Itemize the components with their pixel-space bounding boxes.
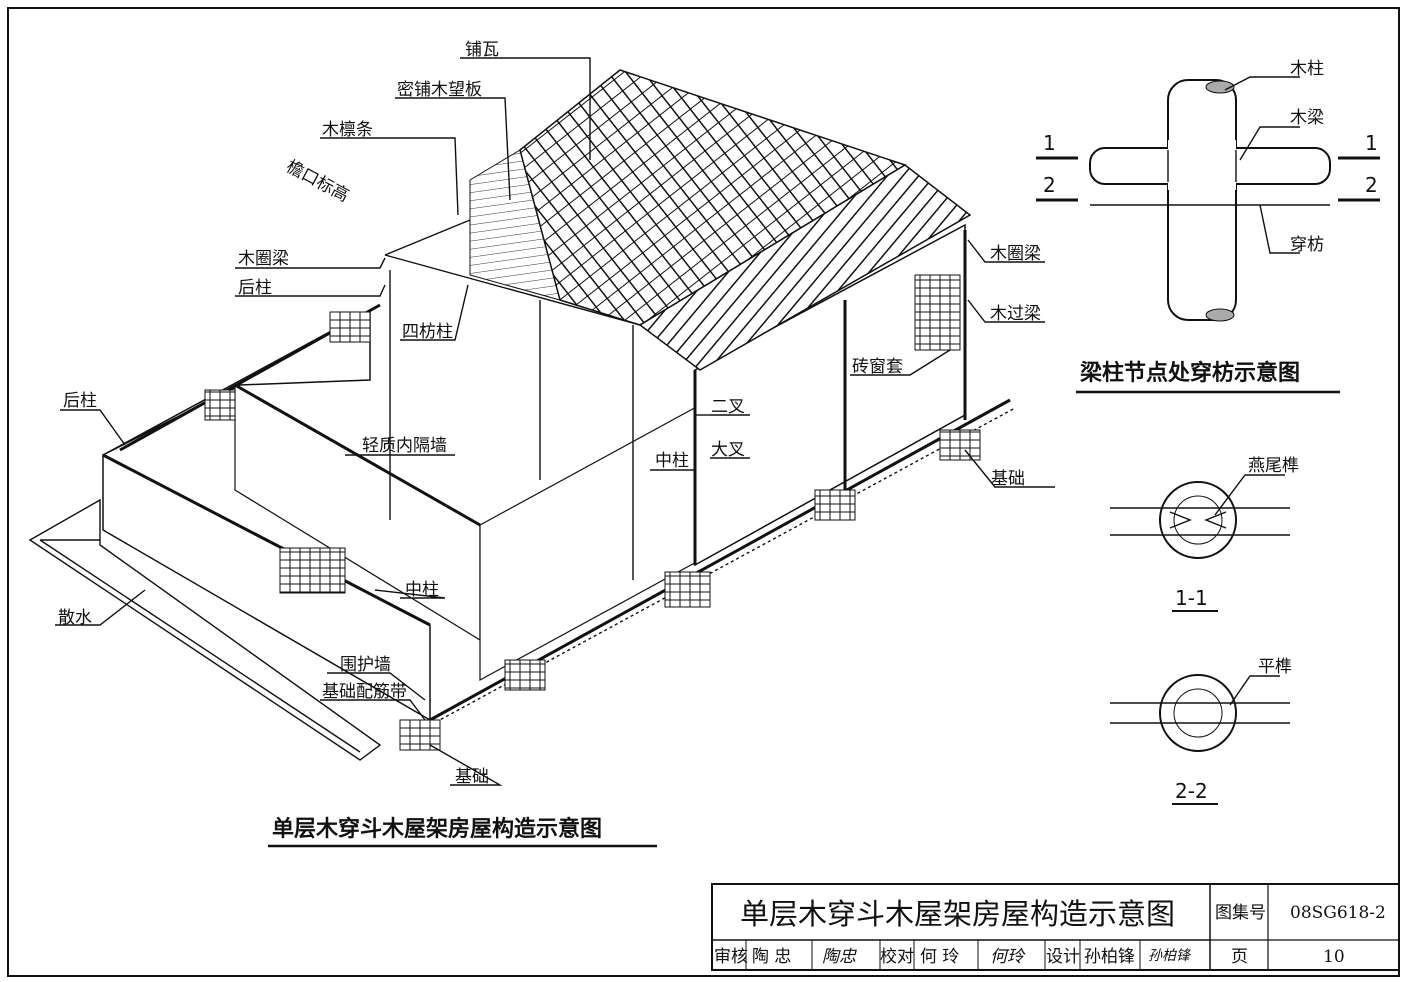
designer-signature: 孙柏锋 <box>1148 948 1192 964</box>
label-middle-column-lower: 中柱 <box>405 580 439 600</box>
title-block <box>711 883 1400 971</box>
section-1-1-drawing <box>1110 474 1290 559</box>
label-partition-wall: 轻质内隔墙 <box>362 436 447 456</box>
page-number: 10 <box>1323 947 1345 967</box>
label-foundation-rebar-band: 基础配筋带 <box>322 682 407 702</box>
designer-name: 孙柏锋 <box>1084 947 1135 967</box>
section-mark-2-left: 2 <box>1043 173 1056 197</box>
sheet-border <box>7 7 1400 977</box>
section-mark-2-right: 2 <box>1365 173 1378 197</box>
section-1-1-title: 1-1 <box>1175 586 1208 610</box>
label-ring-beam-left: 木圈梁 <box>238 249 289 269</box>
label-roof-board: 密铺木望板 <box>397 80 482 100</box>
reviewer-name: 陶 忠 <box>752 947 791 967</box>
label-big-fork: 大叉 <box>711 440 745 460</box>
label-four-tie-column: 四枋柱 <box>402 322 453 342</box>
joint-caption: 梁柱节点处穿枋示意图 <box>1079 360 1300 386</box>
label-apron: 散水 <box>58 608 92 628</box>
label-brick-window-frame: 砖窗套 <box>852 357 903 377</box>
label-foundation-right: 基础 <box>991 469 1025 489</box>
reviewer-label: 审核 <box>714 947 748 967</box>
leader-lines <box>40 57 1055 786</box>
label-middle-column-upper: 中柱 <box>655 451 689 471</box>
checker-signature: 何玲 <box>990 947 1026 967</box>
apron-outline <box>28 498 382 761</box>
label-rear-column-upper: 后柱 <box>238 278 272 298</box>
reviewer-signature: 陶忠 <box>822 947 857 967</box>
section-2-2-title: 2-2 <box>1175 779 1208 803</box>
checker-name: 何 玲 <box>920 947 959 967</box>
label-enclosure-wall: 围护墙 <box>340 655 391 675</box>
label-small-fork: 二叉 <box>711 397 745 417</box>
designer-label: 设计 <box>1046 947 1080 967</box>
section-mark-1-left: 1 <box>1043 131 1056 155</box>
section-mark-1-right: 1 <box>1365 131 1378 155</box>
title-block-title: 单层木穿斗木屋架房屋构造示意图 <box>740 897 1175 931</box>
label-rear-column-left: 后柱 <box>63 391 97 411</box>
label-lintel: 木过梁 <box>990 304 1041 324</box>
house-drawing <box>28 69 1016 761</box>
page-label: 页 <box>1231 947 1248 967</box>
label-ring-beam-right: 木圈梁 <box>990 244 1041 264</box>
label-column: 木柱 <box>1290 59 1324 79</box>
label-dovetail: 燕尾榫 <box>1248 456 1299 476</box>
label-purlin: 木檩条 <box>322 120 373 140</box>
main-caption: 单层木穿斗木屋架房屋构造示意图 <box>272 816 602 842</box>
section-2-2-drawing <box>1110 674 1290 752</box>
joint-detail-drawing <box>1036 76 1380 322</box>
label-eave-elevation: 檐口标高 <box>283 157 352 207</box>
label-foundation-bottom: 基础 <box>455 767 489 787</box>
label-flat-tenon: 平榫 <box>1258 657 1292 677</box>
checker-label: 校对 <box>880 947 914 967</box>
atlas-number: 08SG618-2 <box>1290 903 1386 923</box>
label-tile: 铺瓦 <box>465 40 499 60</box>
label-tie: 穿枋 <box>1290 235 1324 255</box>
atlas-label: 图集号 <box>1215 903 1266 923</box>
label-beam: 木梁 <box>1290 108 1324 128</box>
